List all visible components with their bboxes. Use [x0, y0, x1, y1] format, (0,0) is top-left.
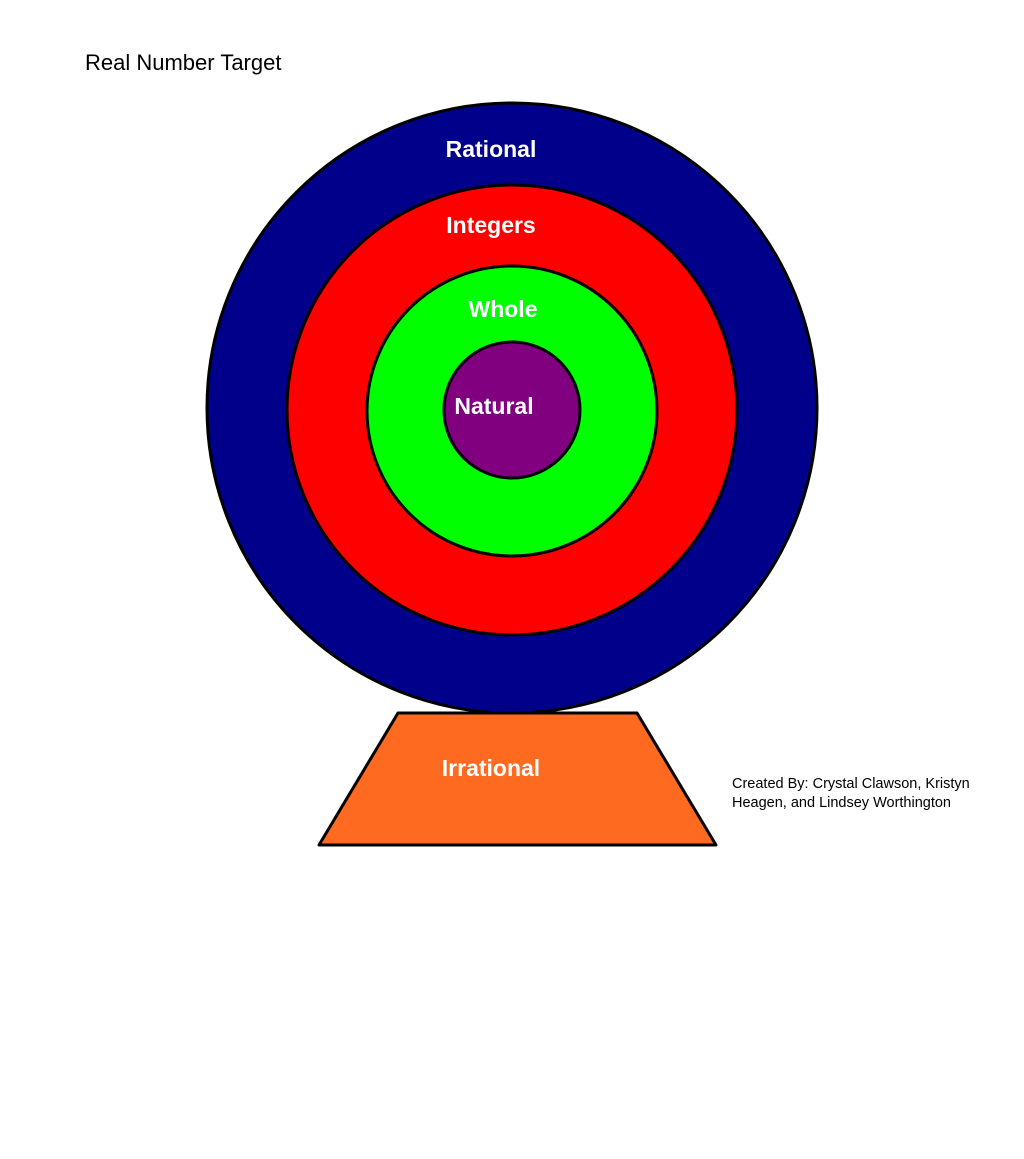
whole-label: Whole — [469, 296, 538, 322]
irrational-label: Irrational — [442, 755, 540, 781]
natural-center — [442, 340, 582, 480]
natural-label: Natural — [454, 393, 533, 419]
integers-label: Integers — [446, 212, 535, 238]
rational-label: Rational — [446, 136, 537, 162]
page-title: Real Number Target — [85, 50, 282, 75]
irrational-base — [317, 711, 718, 847]
credits-text: Created By: Crystal Clawson, Kristyn Hea… — [732, 776, 970, 811]
